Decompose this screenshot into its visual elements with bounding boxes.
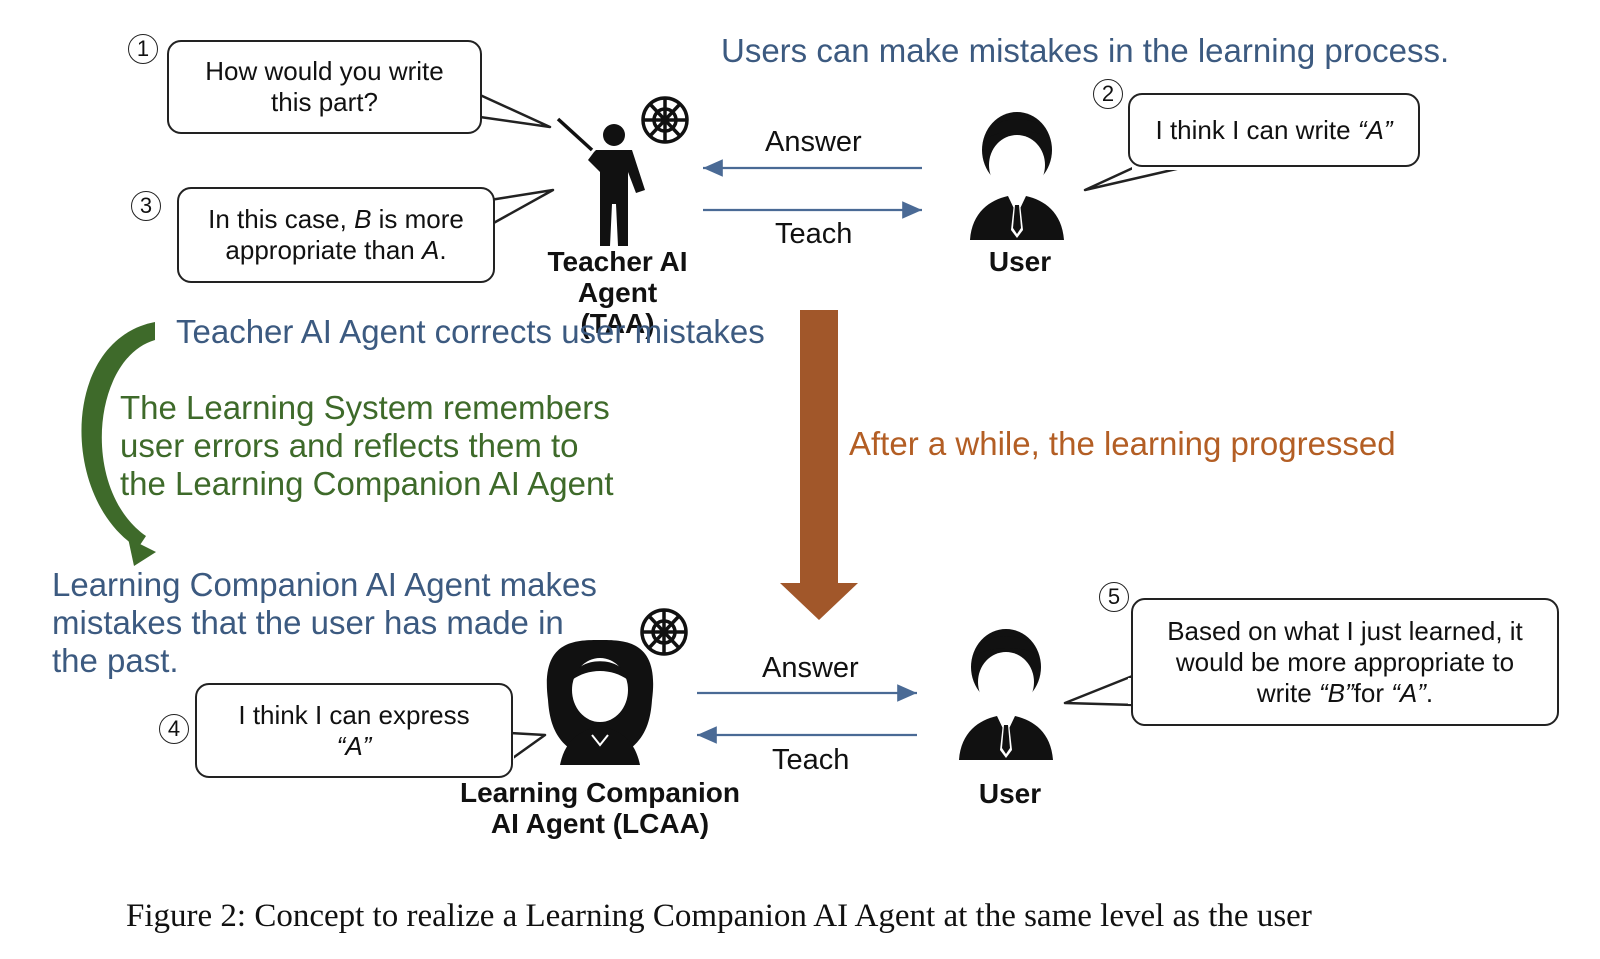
system-line2: user errors and reflects them to (120, 427, 579, 464)
user-label-top: User (988, 246, 1052, 277)
step4-text-em: “A” (336, 730, 372, 761)
step3-number: 3 (131, 191, 161, 221)
teacher-figure (556, 117, 645, 246)
lcaa-mistakes-text: Learning Companion AI Agent makes mistak… (52, 566, 597, 680)
step5-number: 5 (1099, 582, 1129, 612)
step4-line1: I think I can express (238, 699, 470, 730)
lcaa-label-line1: Learning Companion (460, 777, 740, 808)
lcaa-label-line2: AI Agent (LCAA) (490, 808, 710, 839)
lcaa-line2: mistakes that the user has made in (52, 604, 564, 641)
step5-text-em2: “A” (1391, 677, 1426, 708)
memory-curve-arrow (81, 322, 156, 566)
step3-text-c: is more (371, 204, 464, 234)
step1-line1: How would you write (205, 56, 444, 86)
system-line1: The Learning System remembers (120, 389, 610, 426)
user-label-bottom: User (978, 778, 1042, 809)
step5-text-end: . (1425, 677, 1434, 708)
step5-text-pre: write (1256, 677, 1319, 708)
user-figure-top (970, 112, 1064, 240)
teacher-label-line2: (TAA) (580, 308, 655, 339)
lcaa-figure (546, 640, 654, 765)
step2-bubble: I think I can write “A” (1128, 93, 1420, 167)
step2-text: I think I can write (1155, 114, 1358, 145)
step3-text-f: . (439, 235, 447, 265)
taa-corrects-text: Teacher AI Agent corrects user mistakes (176, 313, 765, 350)
ai-logo-icon (641, 96, 689, 144)
step3-text-a: In this case, (208, 204, 355, 234)
user-figure-bottom (959, 629, 1053, 760)
top-teach-label: Teach (775, 218, 853, 250)
step3-text-e: A (422, 235, 440, 265)
step3-text-b: B (354, 204, 372, 234)
lcaa-line3: the past. (52, 642, 179, 679)
step1-number: 1 (128, 34, 158, 64)
step5-line1: Based on what I just learned, it (1167, 615, 1523, 646)
step5-bubble: Based on what I just learned, it would b… (1131, 598, 1559, 726)
step2-number: 2 (1093, 79, 1123, 109)
step4-number: 4 (159, 714, 189, 744)
step5-text-em1: “B” (1318, 677, 1354, 708)
progress-text: After a while, the learning progressed (849, 425, 1396, 462)
step2-text-em: “A” (1357, 114, 1393, 145)
step4-bubble: I think I can express“A” (195, 683, 513, 778)
step1-line2: this part? (271, 87, 378, 117)
system-remembers-text: The Learning System remembers user error… (120, 389, 614, 503)
teacher-label: Teacher AI Agent(TAA) (505, 246, 730, 339)
bottom-answer-label: Answer (762, 652, 859, 684)
top-answer-label: Answer (765, 126, 862, 158)
step3-text-d: appropriate than (225, 235, 422, 265)
progress-arrow (780, 310, 858, 620)
bubble-tails (479, 93, 1186, 762)
system-line3: the Learning Companion AI Agent (120, 465, 614, 502)
ai-logo-icon-bottom (640, 608, 688, 656)
step5-line2: would be more appropriate to (1175, 646, 1515, 677)
lcaa-line1: Learning Companion AI Agent makes (52, 566, 597, 603)
bottom-teach-label: Teach (772, 744, 850, 776)
top-header: Users can make mistakes in the learning … (721, 32, 1450, 69)
teacher-label-line1: Teacher AI Agent (547, 246, 688, 308)
step5-text-mid: for (1353, 677, 1392, 708)
figure-caption: Figure 2: Concept to realize a Learning … (126, 898, 1312, 934)
